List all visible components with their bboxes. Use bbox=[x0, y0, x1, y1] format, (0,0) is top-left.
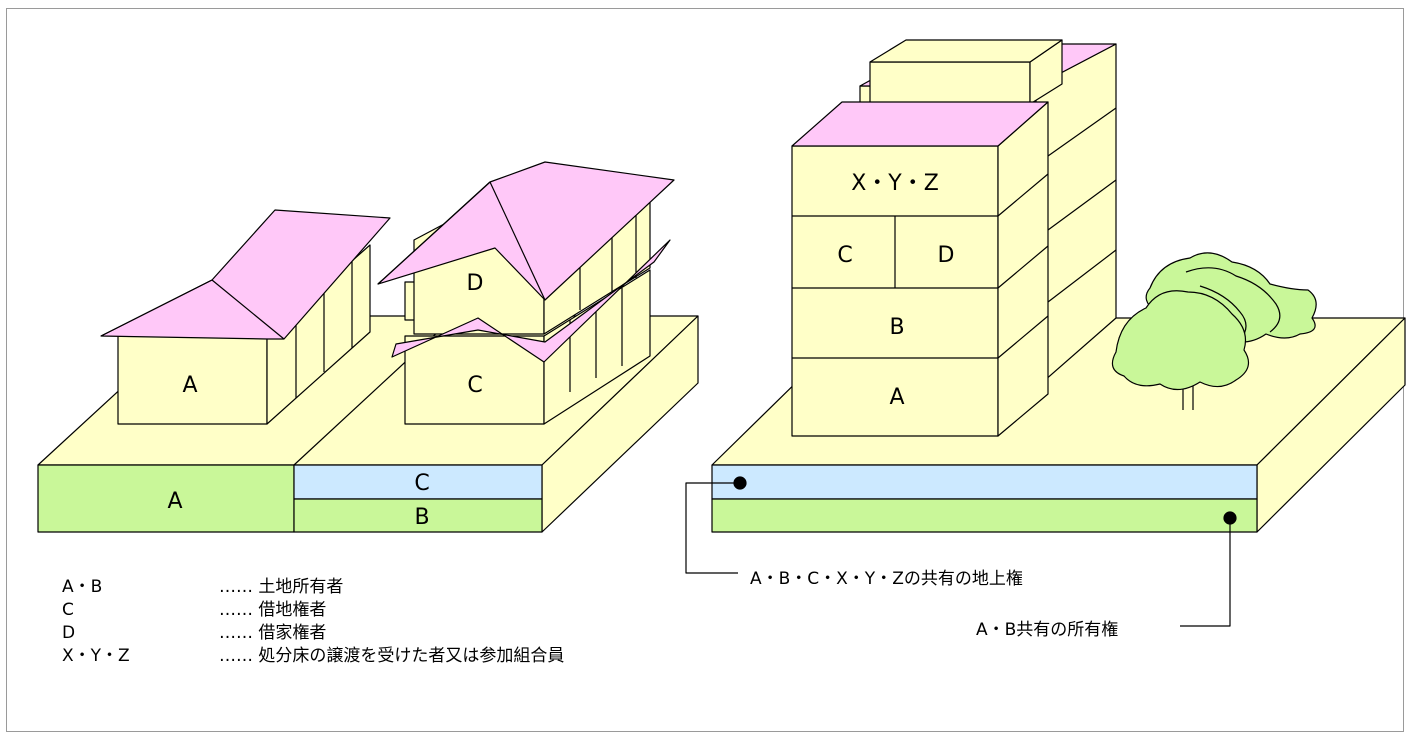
connector-superficies bbox=[685, 476, 747, 574]
legend-key: A・B bbox=[62, 577, 103, 597]
legend-key: X・Y・Z bbox=[62, 646, 130, 666]
tower-xyz-label: X・Y・Z bbox=[851, 171, 939, 196]
tower-a-label: A bbox=[889, 385, 904, 410]
left-leasehold-layer-c bbox=[293, 464, 543, 500]
ownership-note: A・B共有の所有権 bbox=[976, 620, 1119, 640]
right-ownership-layer bbox=[711, 498, 1258, 533]
legend-value: …… 借地権者 bbox=[219, 600, 327, 620]
left-slab-a-label: A bbox=[167, 489, 182, 514]
tower-c-label: C bbox=[837, 243, 852, 268]
right-superficies-layer bbox=[711, 464, 1258, 500]
tower-d-label: D bbox=[938, 243, 955, 268]
house-a bbox=[100, 209, 391, 425]
legend-key: D bbox=[62, 623, 76, 643]
tower-b-label: B bbox=[889, 315, 904, 340]
left-land-parcel-a bbox=[37, 464, 295, 533]
left-land-parcel-b bbox=[293, 498, 543, 533]
house-d-label: D bbox=[467, 271, 484, 296]
legend-key: C bbox=[62, 600, 74, 620]
legend-value: …… 処分床の譲渡を受けた者又は参加組合員 bbox=[219, 646, 565, 666]
tree bbox=[1111, 252, 1317, 410]
legend-value: …… 借家権者 bbox=[219, 623, 327, 643]
house-cd bbox=[377, 161, 675, 425]
house-a-label: A bbox=[182, 373, 197, 398]
house-c-label: C bbox=[467, 373, 482, 398]
left-slab-c-label: C bbox=[414, 471, 429, 496]
front-tower bbox=[791, 101, 1049, 437]
legend-value: …… 土地所有者 bbox=[219, 577, 344, 597]
left-slab-b-label: B bbox=[414, 505, 429, 530]
superficies-note: A・B・C・X・Y・Zの共有の地上権 bbox=[750, 569, 1023, 589]
connector-ownership bbox=[1180, 511, 1237, 627]
